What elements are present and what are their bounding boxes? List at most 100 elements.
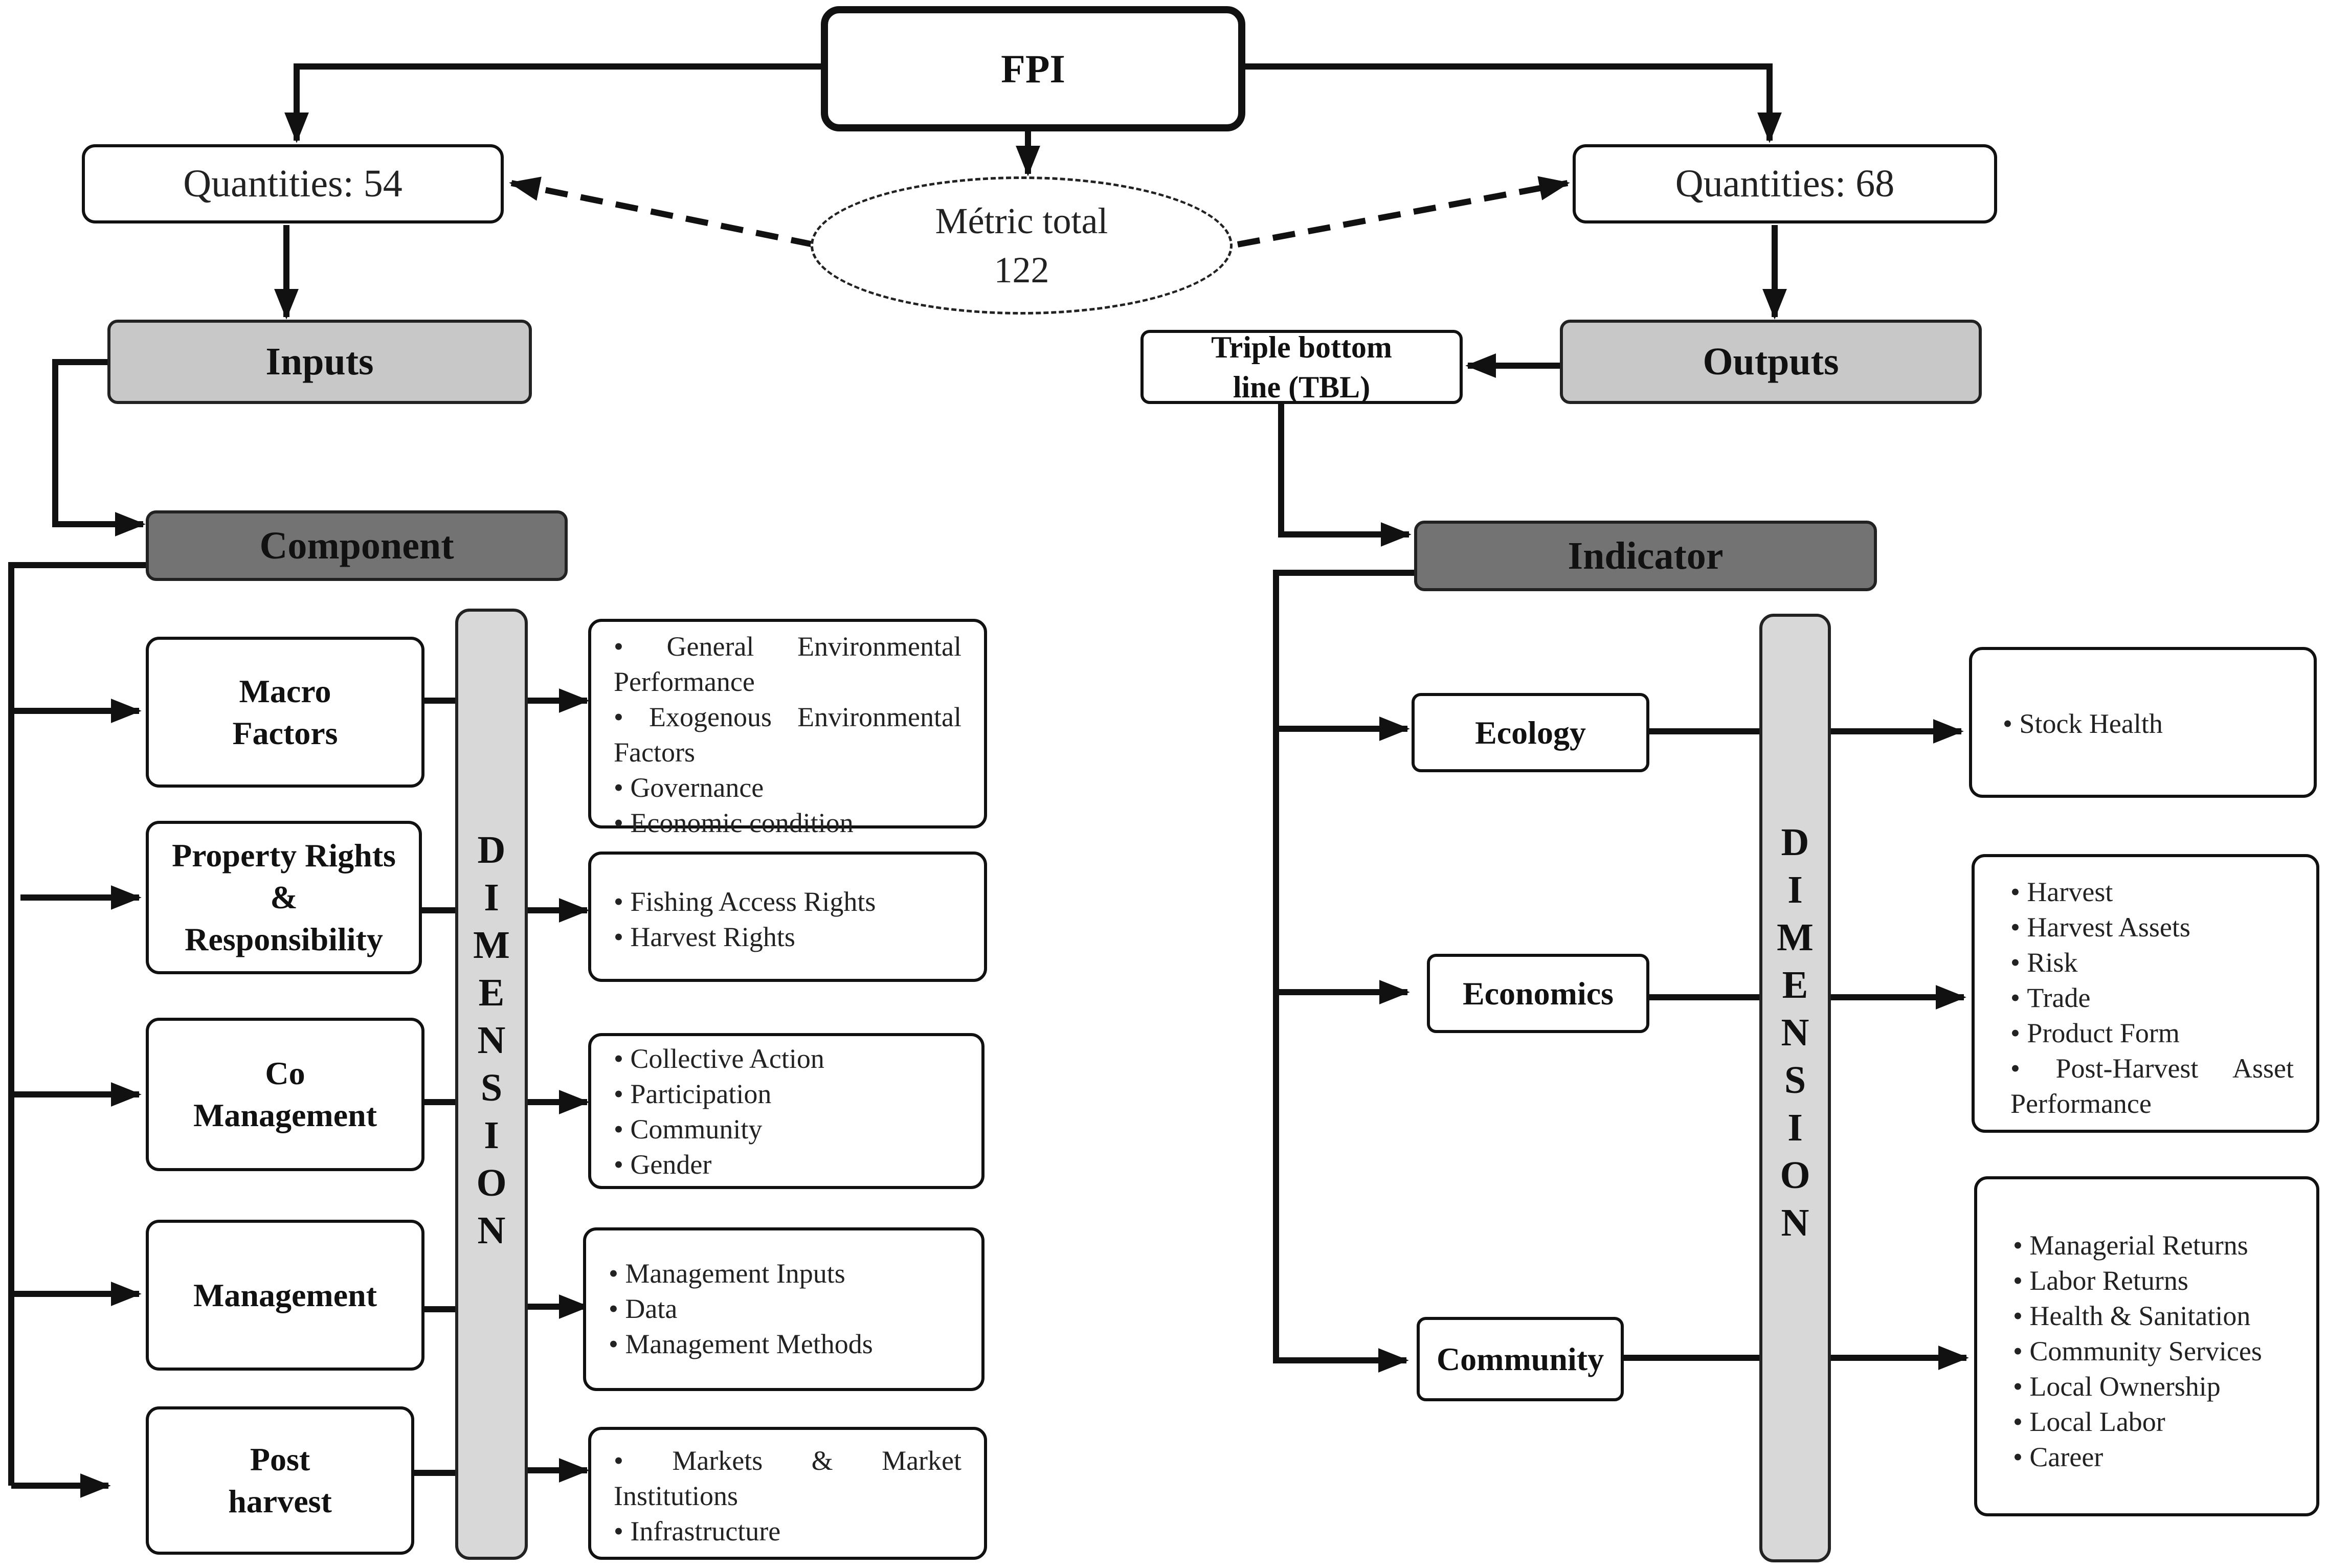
list-item: Governance xyxy=(614,770,961,805)
indicator-community: Community xyxy=(1417,1317,1624,1401)
inputs-to-component-arrow xyxy=(52,359,146,536)
outputs-dimension-letter-2: I xyxy=(1787,868,1803,911)
list-item: Management Inputs xyxy=(609,1256,959,1291)
community-list: Managerial Returns Labor Returns Health … xyxy=(1974,1176,2319,1516)
inputs-dimension-letter-7: I xyxy=(484,1114,499,1157)
metric-to-quantities-68-dashed-arrow xyxy=(1237,176,1570,248)
list-item: General Environmental Performance xyxy=(614,629,961,700)
component-management-label: Management xyxy=(193,1276,377,1313)
list-item: Management Methods xyxy=(609,1327,959,1362)
inputs-dimension-letter-3: M xyxy=(473,924,510,967)
component-macro-factors-label: Macro Factors xyxy=(232,673,338,751)
indicator-ecology: Ecology xyxy=(1412,693,1649,772)
metric-total-value: 122 xyxy=(994,250,1049,290)
indicator-economics: Economics xyxy=(1427,954,1649,1033)
inputs-quantities-label: Quantities: 54 xyxy=(183,162,402,205)
inputs-dimension-letter-6: S xyxy=(480,1066,503,1109)
list-item: Post-Harvest Asset Performance xyxy=(2010,1051,2294,1122)
list-item: Local Labor xyxy=(2013,1404,2294,1440)
list-item: Local Ownership xyxy=(2013,1369,2294,1404)
list-item: Gender xyxy=(614,1147,959,1182)
component-label: Component xyxy=(259,524,454,567)
list-item: Career xyxy=(2013,1440,2294,1475)
component-spine-line xyxy=(8,562,148,1486)
outputs-quantities-box: Quantities: 68 xyxy=(1573,144,1997,223)
list-item: Fishing Access Rights xyxy=(614,884,961,920)
fpi-label: FPI xyxy=(1001,46,1065,91)
inputs-label: Inputs xyxy=(265,340,374,383)
outputs-label: Outputs xyxy=(1703,340,1839,383)
list-item: Harvest xyxy=(2010,875,2294,910)
component-macro-factors: Macro Factors xyxy=(146,637,424,788)
list-item: Health & Sanitation xyxy=(2013,1298,2294,1334)
list-item: Stock Health xyxy=(2003,706,2291,742)
indicator-community-label: Community xyxy=(1436,1340,1604,1377)
fpi-to-outputs-quantities-arrow xyxy=(1240,63,1782,143)
property-rights-list: Fishing Access Rights Harvest Rights xyxy=(588,852,987,982)
list-item: Markets & Market Institutions xyxy=(614,1443,961,1514)
fpi-to-inputs-quantities-arrow xyxy=(284,63,826,143)
list-item: Trade xyxy=(2010,980,2294,1016)
outputs-quantities-label: Quantities: 68 xyxy=(1675,162,1895,205)
inputs-box: Inputs xyxy=(107,320,532,404)
outputs-dimension-letter-9: N xyxy=(1781,1201,1809,1244)
list-item: Exogenous Environmental Factors xyxy=(614,700,961,770)
list-item: Harvest Rights xyxy=(614,920,961,955)
component-post-harvest-label: Post harvest xyxy=(228,1441,332,1519)
component-property-rights: Property Rights & Responsibility xyxy=(146,821,422,974)
outputs-box: Outputs xyxy=(1560,320,1982,404)
management-list: Management Inputs Data Management Method… xyxy=(583,1227,984,1391)
inputs-dimension-letter-5: N xyxy=(477,1019,506,1062)
component-co-management: Co Management xyxy=(146,1018,424,1171)
outputs-dimension-letter-3: M xyxy=(1777,916,1814,959)
component-box: Component xyxy=(146,510,568,581)
inputs-dimension-letter-9: N xyxy=(477,1209,506,1252)
component-management: Management xyxy=(146,1220,424,1371)
metric-total-ellipse: Métric total 122 xyxy=(811,176,1233,315)
post-harvest-list: Markets & Market Institutions Infrastruc… xyxy=(588,1427,987,1560)
metric-to-quantities-54-dashed-arrow xyxy=(509,176,814,248)
list-item: Collective Action xyxy=(614,1041,959,1077)
list-item: Managerial Returns xyxy=(2013,1228,2294,1263)
indicator-economics-label: Economics xyxy=(1462,975,1614,1012)
list-item: Risk xyxy=(2010,945,2294,980)
inputs-dimension-letter-4: E xyxy=(478,971,505,1014)
component-co-management-label: Co Management xyxy=(193,1055,377,1133)
outputs-dimension-letter-1: D xyxy=(1781,821,1809,864)
list-item: Economic condition xyxy=(614,805,961,841)
outputs-dimension-letter-7: I xyxy=(1787,1106,1803,1149)
outputs-dimension-letter-8: O xyxy=(1780,1154,1810,1197)
indicator-box: Indicator xyxy=(1414,521,1877,591)
list-item: Community xyxy=(614,1112,959,1147)
ecology-list: Stock Health xyxy=(1969,647,2317,798)
list-item: Participation xyxy=(614,1077,959,1112)
list-item: Community Services xyxy=(2013,1334,2294,1369)
co-management-list: Collective Action Participation Communit… xyxy=(588,1033,984,1189)
metric-total-label: Métric total xyxy=(935,200,1108,241)
inputs-dimension-letter-8: O xyxy=(476,1161,507,1204)
tbl-box: Triple bottom line (TBL) xyxy=(1140,330,1463,404)
inputs-dimension-letter-2: I xyxy=(484,876,499,919)
outputs-dimension-bar: D I M E N S I O N xyxy=(1759,614,1831,1562)
list-item: Data xyxy=(609,1291,959,1327)
inputs-dimension-letter-1: D xyxy=(477,828,506,871)
indicator-spine-line xyxy=(1273,570,1417,1373)
fpi-root-box: FPI xyxy=(821,6,1245,131)
inputs-quantities-box: Quantities: 54 xyxy=(82,144,504,223)
list-item: Product Form xyxy=(2010,1016,2294,1051)
list-item: Infrastructure xyxy=(614,1514,961,1549)
tbl-label: Triple bottom line (TBL) xyxy=(1211,330,1392,404)
tbl-to-indicator-arrow xyxy=(1278,404,1412,547)
outputs-dimension-letter-5: N xyxy=(1781,1011,1809,1054)
indicator-ecology-label: Ecology xyxy=(1475,714,1586,751)
list-item: Harvest Assets xyxy=(2010,910,2294,945)
outputs-dimension-letter-4: E xyxy=(1782,964,1808,1006)
outputs-dimension-letter-6: S xyxy=(1784,1059,1806,1102)
indicator-label: Indicator xyxy=(1568,534,1724,577)
component-property-rights-label: Property Rights & Responsibility xyxy=(172,837,396,957)
macro-factors-list: General Environmental Performance Exogen… xyxy=(588,619,987,838)
inputs-dimension-bar: D I M E N S I O N xyxy=(455,609,528,1560)
component-post-harvest: Post harvest xyxy=(146,1406,414,1555)
